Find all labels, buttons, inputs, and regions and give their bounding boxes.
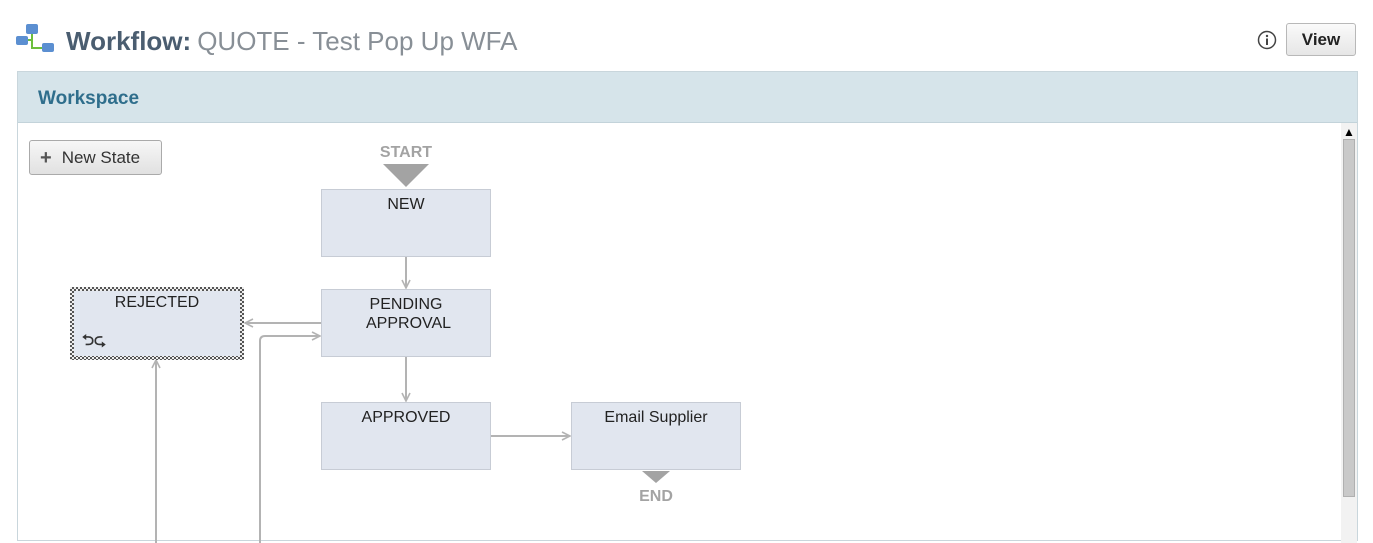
loop-icon: ⮌⮎ <box>82 332 107 349</box>
vertical-scrollbar[interactable]: ▲ <box>1341 123 1357 543</box>
new-state-button[interactable]: + New State <box>29 140 162 175</box>
start-marker <box>383 164 429 187</box>
page-title-value: QUOTE - Test Pop Up WFA <box>197 26 518 56</box>
end-label: END <box>639 488 673 505</box>
workspace-panel-title: Workspace <box>38 88 140 109</box>
workspace-panel: Workspace + New State <box>17 71 1358 543</box>
state-new[interactable]: NEW <box>321 189 491 257</box>
scrollbar-thumb[interactable] <box>1343 139 1355 497</box>
info-icon[interactable] <box>1257 30 1277 50</box>
view-button[interactable]: View <box>1286 23 1356 56</box>
state-email-supplier[interactable]: Email Supplier <box>571 402 741 470</box>
workspace-panel-header: Workspace <box>18 72 1357 123</box>
page-header: Workflow:QUOTE - Test Pop Up WFA View <box>16 20 1358 62</box>
workflow-canvas[interactable]: + New State START <box>18 123 1357 543</box>
page-title: Workflow:QUOTE - Test Pop Up WFA <box>66 26 517 56</box>
start-label: START <box>379 144 433 161</box>
plus-icon: + <box>40 146 52 169</box>
state-pending-approval-label: PENDING APPROVAL <box>366 296 452 332</box>
state-pending-approval[interactable]: PENDING APPROVAL <box>321 289 491 357</box>
new-state-button-label: New State <box>61 147 141 167</box>
page-title-label: Workflow: <box>66 26 192 56</box>
end-marker <box>642 471 670 483</box>
state-rejected-label: REJECTED <box>114 294 200 311</box>
connectors <box>18 164 670 543</box>
connector-return-pending <box>259 336 320 543</box>
state-rejected[interactable]: REJECTED ⮌⮎ <box>70 287 244 360</box>
workflow-icon <box>16 24 54 52</box>
scroll-up-arrow-icon[interactable]: ▲ <box>1343 125 1355 139</box>
state-approved[interactable]: APPROVED <box>321 402 491 470</box>
